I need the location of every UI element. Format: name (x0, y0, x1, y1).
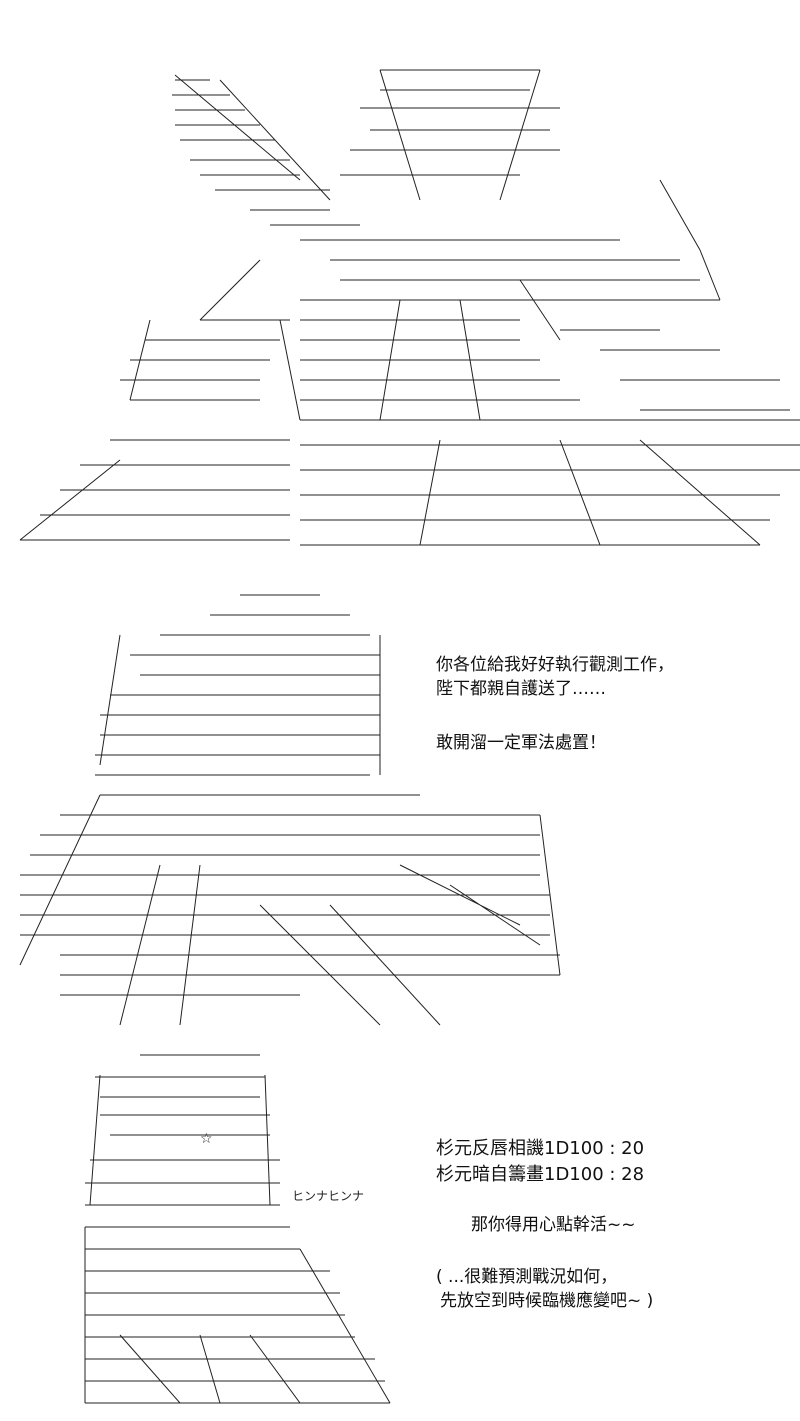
panel-2: 你各位給我好好執行觀測工作， 陛下都親自護送了…… 敢開溜一定軍法處置！ (0, 565, 800, 1035)
ascii-art-officer (0, 565, 800, 1035)
dialogue-line-1: 你各位給我好好執行觀測工作， (436, 655, 674, 675)
svg-text:☆: ☆ (200, 1131, 213, 1147)
ascii-art-sugimoto: ☆ (0, 1035, 800, 1421)
panel-1 (0, 0, 800, 565)
dice-roll-2: 杉元暗自籌畫1D100 : 28 (436, 1164, 645, 1185)
dialogue-line-1: 那你得用心點幹活~~ (471, 1215, 636, 1235)
panel-3: ☆ ヒンナヒンナ 杉元反唇相譏1D100 : 20 杉元暗自籌畫1D100 : … (0, 1035, 800, 1421)
ascii-art-drawing-3: ☆ (84, 1054, 391, 1404)
dice-roll-1: 杉元反唇相譏1D100 : 20 (436, 1138, 645, 1159)
dialogue-line-2: ( ...很難預測戰況如何， (436, 1267, 618, 1287)
ascii-art-scene-1 (0, 0, 800, 565)
ascii-art-drawing-2 (19, 594, 561, 1026)
sound-effect-label: ヒンナヒンナ (292, 1189, 365, 1203)
dialogue-line-3: 先放空到時候臨機應變吧~ ) (440, 1291, 654, 1311)
dialogue-line-2: 陛下都親自護送了…… (436, 679, 606, 699)
dialogue-line-3: 敢開溜一定軍法處置！ (436, 733, 606, 753)
ascii-art-drawing-1 (19, 69, 800, 546)
